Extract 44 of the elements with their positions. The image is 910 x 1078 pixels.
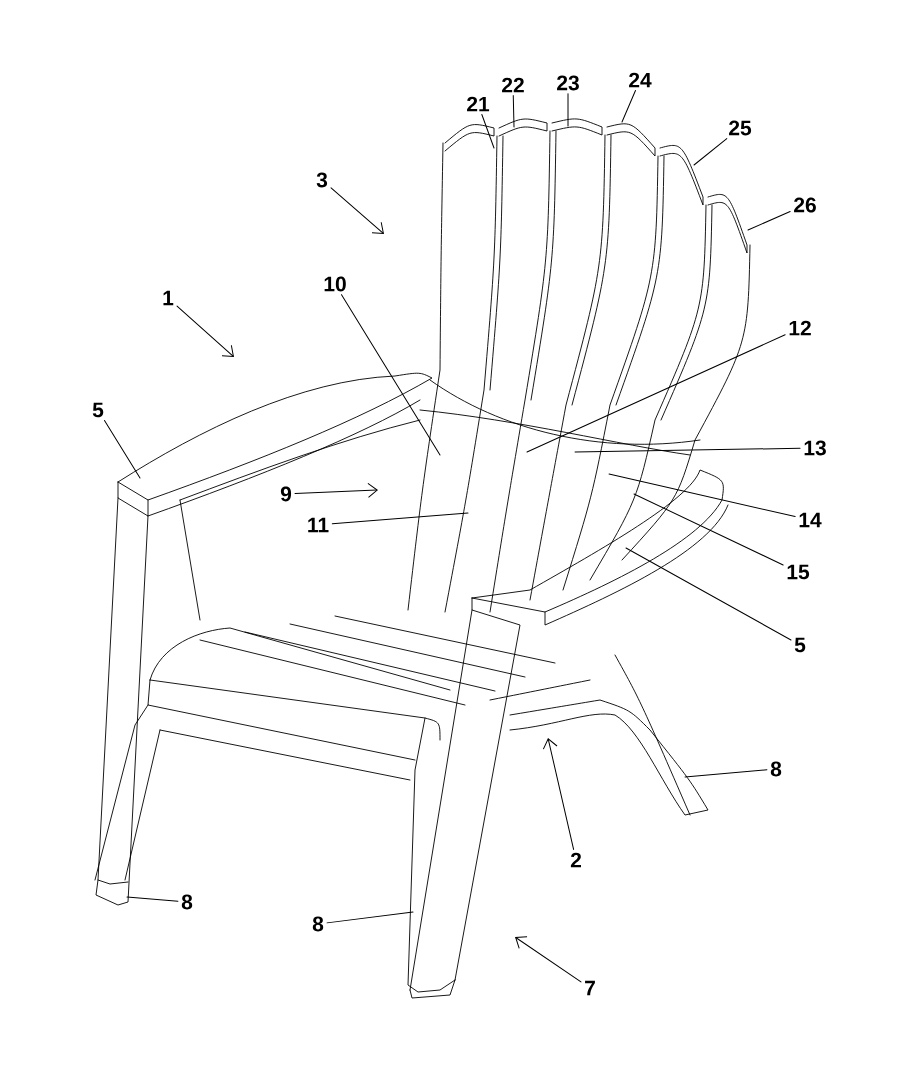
leader-line [621,90,636,123]
callout-number: 1 [163,290,174,306]
leader-line [608,473,796,518]
leader-line [104,420,141,479]
arrow [176,305,234,357]
callout-number: 25 [729,120,752,136]
leader-line [574,447,801,453]
arrow [542,738,575,850]
callout-number: 3 [316,172,328,188]
callout-number: 13 [804,440,826,456]
leader-line [331,512,469,525]
callout-number: 21 [467,96,490,112]
leader-line [526,334,786,453]
callout-number: 12 [789,320,811,336]
callout-number: 9 [280,486,292,502]
callout-number: 7 [585,980,595,996]
callout-number: 8 [312,916,324,932]
callout-number: 22 [502,77,524,93]
arrow [294,482,378,498]
callout-number: 23 [557,75,579,91]
callout-number: 8 [181,894,193,910]
callout-number: 15 [787,564,810,580]
leader-line [341,294,441,456]
leader-line [625,547,792,641]
callout-number: 10 [324,276,346,292]
leader-line [633,493,784,566]
callout-number: 14 [799,512,822,528]
leader-line [126,896,179,902]
leader-line [693,138,728,166]
leader-line [684,769,768,778]
callout-number: 24 [629,72,652,88]
callout-number: 8 [770,761,782,777]
callout-number: 5 [794,637,806,653]
callout-number: 2 [570,852,581,868]
callout-number: 26 [794,197,816,213]
leader-line [326,911,414,924]
leader-line [512,95,515,128]
leader-line [747,211,791,231]
callout-number: 5 [92,402,104,418]
leader-line [567,93,569,127]
arrow [330,187,384,234]
leader-line [481,114,495,149]
callout-number: 11 [308,517,329,533]
arrow [515,936,582,983]
